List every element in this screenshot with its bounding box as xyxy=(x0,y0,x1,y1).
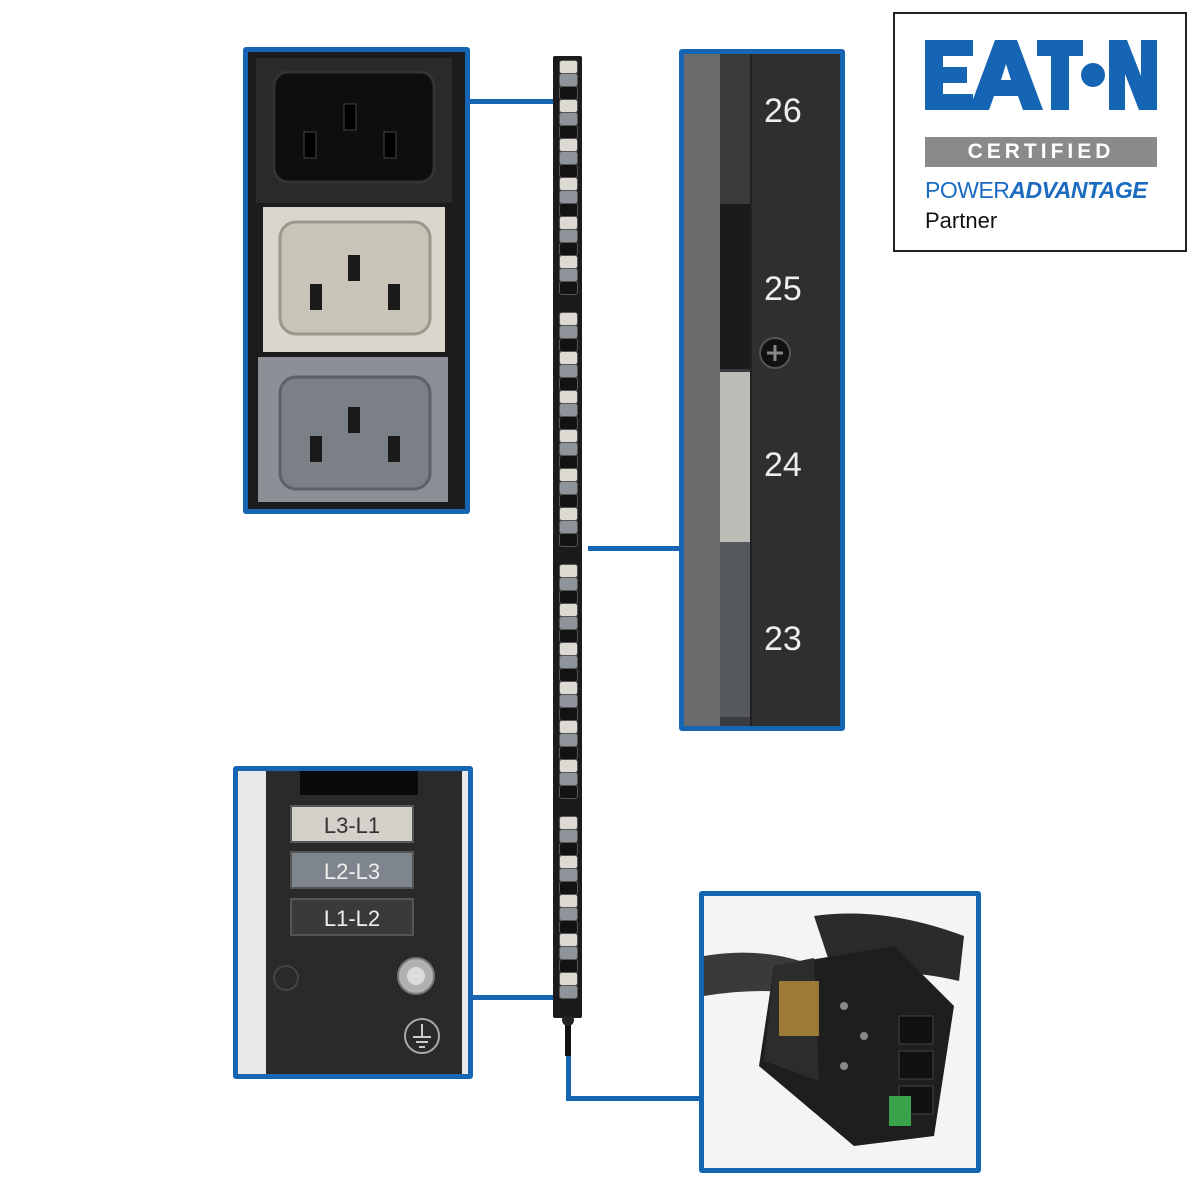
eaton-certified-badge: CERTIFIED POWERADVANTAGE Partner xyxy=(893,12,1187,252)
outlet-number-26: 26 xyxy=(764,92,802,130)
strip-outlet xyxy=(559,920,578,934)
strip-outlet xyxy=(559,507,578,521)
strip-outlet xyxy=(559,772,578,786)
strip-outlet xyxy=(559,138,578,152)
strip-outlet xyxy=(559,533,578,547)
strip-outlet xyxy=(559,468,578,482)
strip-outlet xyxy=(559,785,578,799)
connector-line-plug-h xyxy=(566,1096,704,1101)
strip-outlet xyxy=(559,655,578,669)
connector-line-outlets xyxy=(466,99,554,104)
strip-outlet xyxy=(559,429,578,443)
c13-outlets-illustration xyxy=(248,52,465,509)
strip-outlet xyxy=(559,125,578,139)
strip-outlet xyxy=(559,494,578,508)
pdu-strip xyxy=(553,56,582,1018)
strip-outlet xyxy=(559,577,578,591)
strip-outlet xyxy=(559,312,578,326)
strip-outlet xyxy=(559,177,578,191)
power-cord xyxy=(562,1016,574,1056)
strip-outlet xyxy=(559,629,578,643)
outlet-closeup-callout xyxy=(243,47,470,514)
connector-line-plug-v xyxy=(566,1054,571,1100)
outlet-number-25: 25 xyxy=(764,270,802,308)
strip-outlet xyxy=(559,642,578,656)
strip-outlet xyxy=(559,564,578,578)
advantage-text: ADVANTAGE xyxy=(1009,177,1148,203)
certified-banner: CERTIFIED xyxy=(925,137,1157,167)
strip-outlet xyxy=(559,842,578,856)
input-plug-callout xyxy=(699,891,981,1173)
strip-outlet xyxy=(559,894,578,908)
eaton-logo xyxy=(925,40,1157,110)
strip-outlet xyxy=(559,455,578,469)
strip-outlet xyxy=(559,151,578,165)
strip-outlet xyxy=(559,268,578,282)
strip-outlet xyxy=(559,520,578,534)
strip-outlet xyxy=(559,681,578,695)
outlet-number-24: 24 xyxy=(764,446,802,484)
strip-side-illustration xyxy=(684,54,840,726)
strip-outlet xyxy=(559,733,578,747)
strip-outlet xyxy=(559,403,578,417)
strip-outlet xyxy=(559,668,578,682)
power-advantage-text: POWERADVANTAGE xyxy=(925,177,1148,204)
strip-outlet xyxy=(559,190,578,204)
phase-label-l2-l3: L2-L3 xyxy=(290,851,414,889)
strip-outlet xyxy=(559,868,578,882)
strip-outlet xyxy=(559,60,578,74)
strip-outlet xyxy=(559,281,578,295)
strip-outlet xyxy=(559,855,578,869)
strip-outlet xyxy=(559,325,578,339)
strip-outlet xyxy=(559,73,578,87)
strip-outlet xyxy=(559,985,578,999)
strip-outlet xyxy=(559,416,578,430)
phase-label-l1-l2: L1-L2 xyxy=(290,898,414,936)
strip-outlet xyxy=(559,972,578,986)
strip-outlet xyxy=(559,112,578,126)
strip-outlet xyxy=(559,364,578,378)
strip-outlet xyxy=(559,216,578,230)
strip-outlet xyxy=(559,829,578,843)
phase-label-callout: L3-L1 L2-L3 L1-L2 xyxy=(233,766,473,1079)
strip-outlet xyxy=(559,164,578,178)
strip-outlet xyxy=(559,377,578,391)
strip-outlet xyxy=(559,242,578,256)
input-plug-illustration xyxy=(704,896,976,1168)
strip-outlet xyxy=(559,720,578,734)
strip-outlet xyxy=(559,442,578,456)
strip-outlet xyxy=(559,203,578,217)
strip-outlet xyxy=(559,351,578,365)
strip-outlet xyxy=(559,746,578,760)
strip-outlet xyxy=(559,99,578,113)
strip-outlet xyxy=(559,694,578,708)
strip-outlet xyxy=(559,759,578,773)
connector-line-numbers xyxy=(588,546,682,551)
strip-outlet xyxy=(559,881,578,895)
strip-outlet xyxy=(559,907,578,921)
strip-outlet xyxy=(559,816,578,830)
phase-label-l3-l1: L3-L1 xyxy=(290,805,414,843)
connector-line-phase xyxy=(470,995,556,1000)
strip-outlet xyxy=(559,707,578,721)
strip-outlet xyxy=(559,616,578,630)
strip-outlet xyxy=(559,959,578,973)
strip-outlet xyxy=(559,229,578,243)
strip-outlet xyxy=(559,933,578,947)
strip-outlet xyxy=(559,255,578,269)
strip-outlet xyxy=(559,946,578,960)
strip-outlet xyxy=(559,603,578,617)
power-text: POWER xyxy=(925,177,1010,203)
partner-text: Partner xyxy=(925,208,998,233)
outlet-numbers-callout: 26 25 24 23 xyxy=(679,49,845,731)
strip-outlet xyxy=(559,590,578,604)
strip-outlet xyxy=(559,86,578,100)
strip-outlet xyxy=(559,481,578,495)
strip-outlet xyxy=(559,390,578,404)
strip-outlet xyxy=(559,338,578,352)
outlet-number-23: 23 xyxy=(764,620,802,658)
